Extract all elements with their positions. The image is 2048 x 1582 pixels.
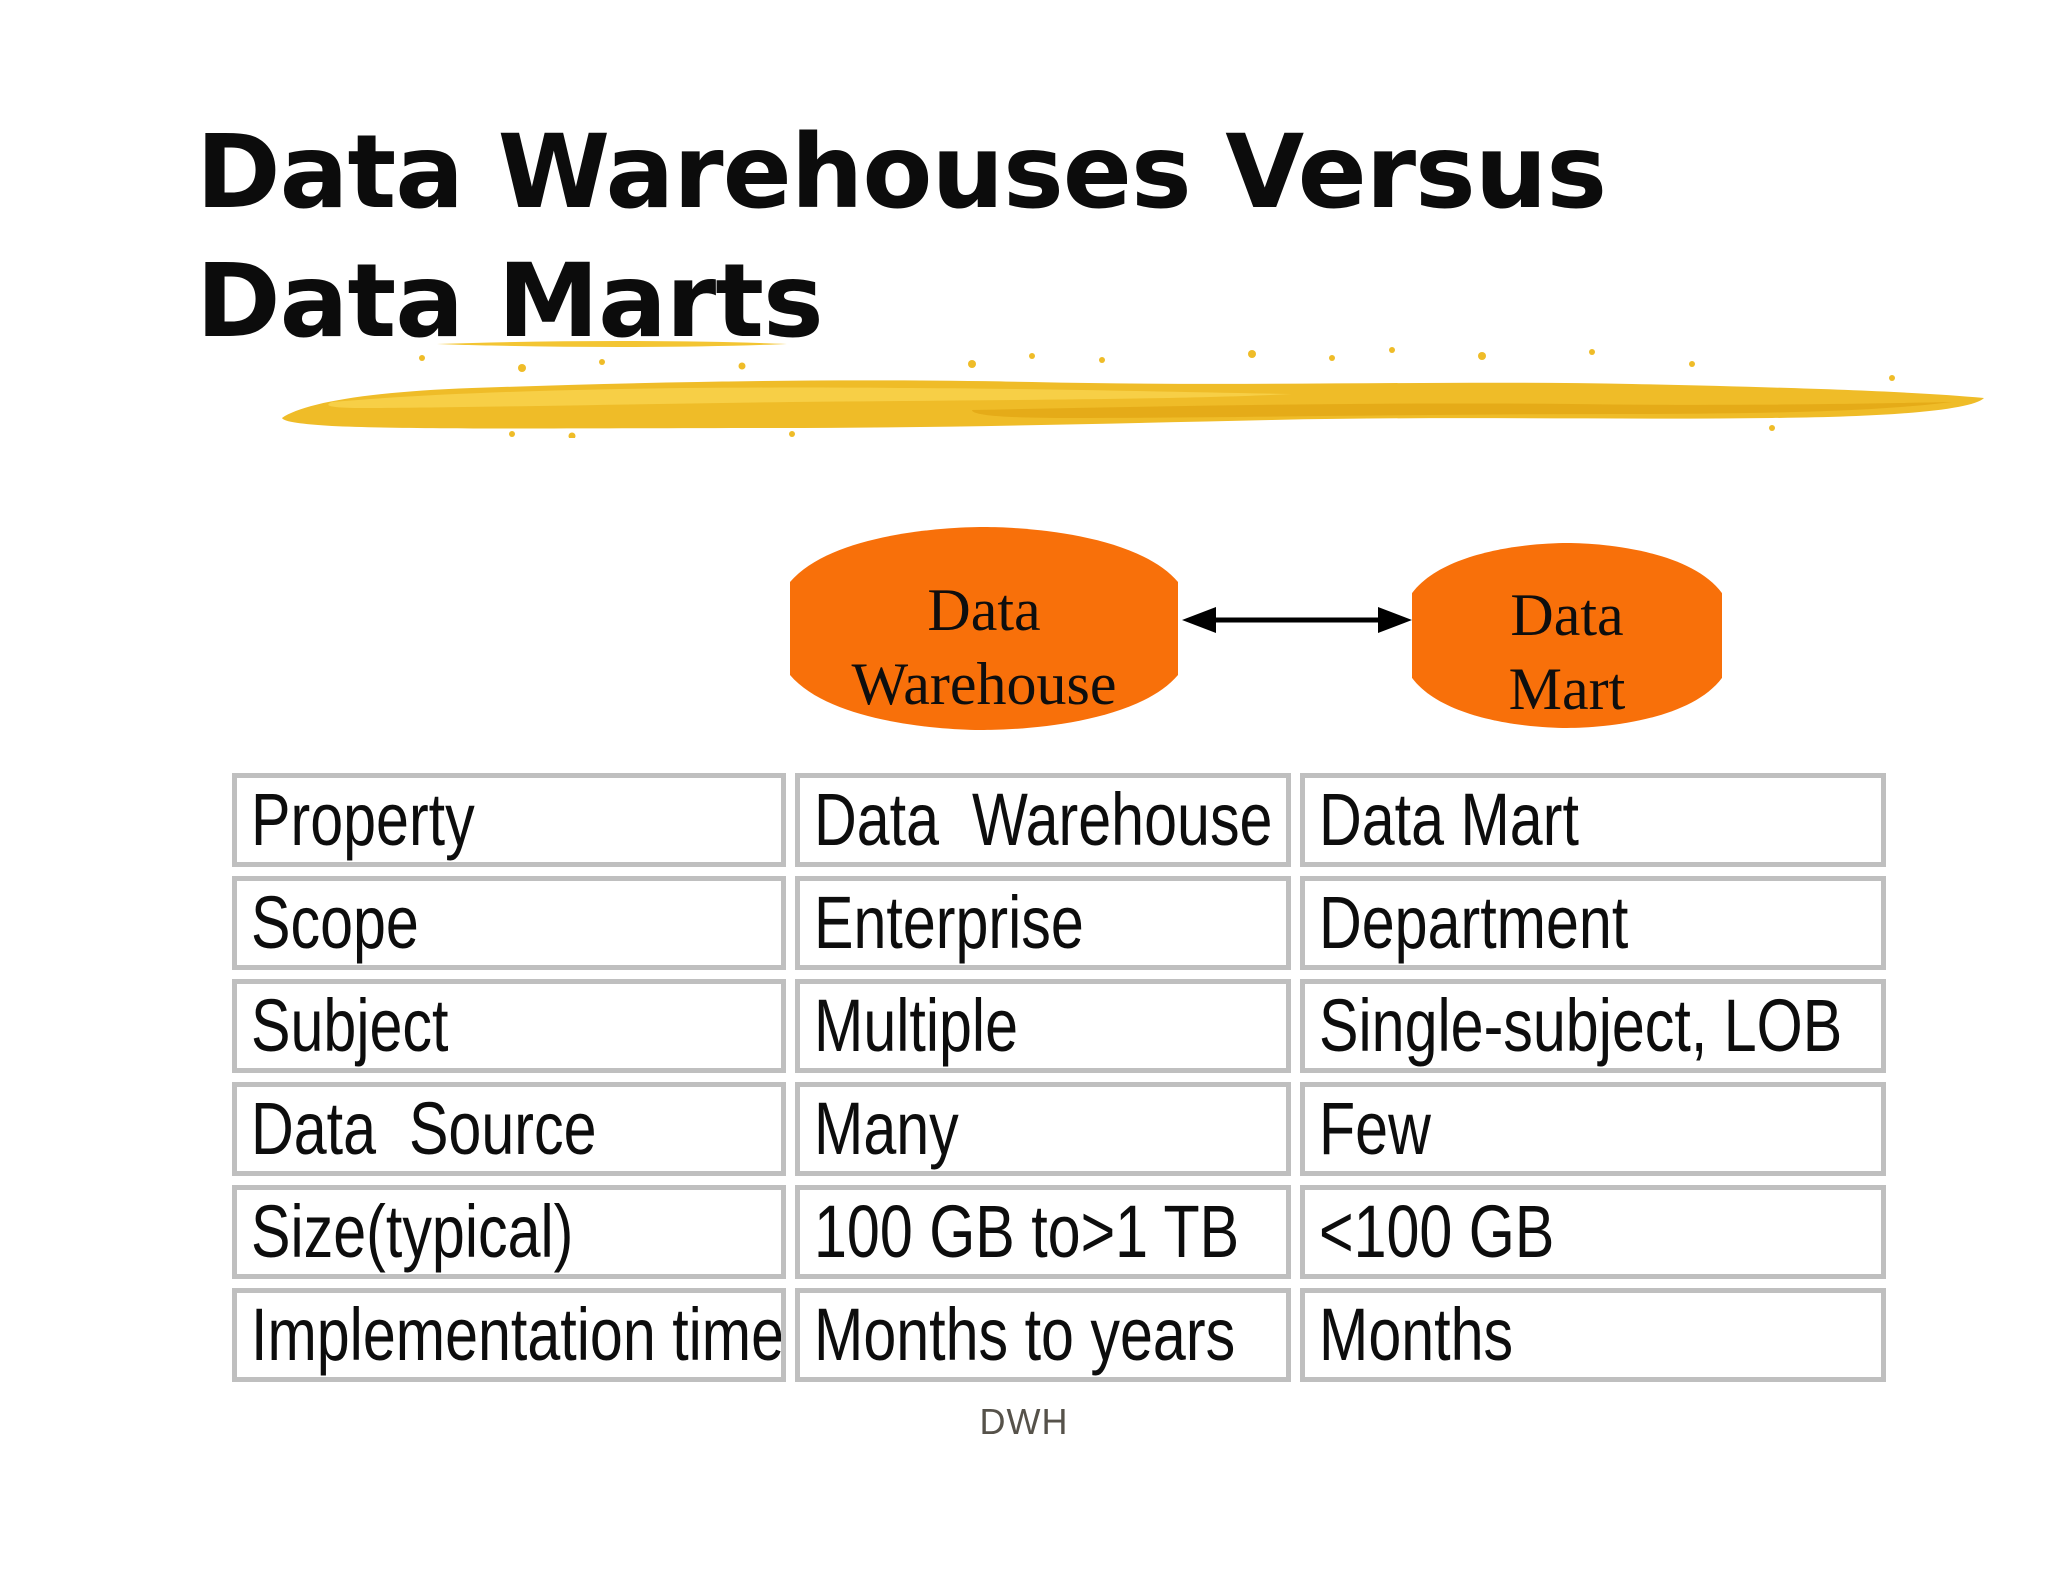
table-cell: Single-subject, LOB — [1300, 979, 1886, 1073]
header-cell-property: Property — [232, 773, 786, 867]
table-cell: 100 GB to>1 TB — [795, 1185, 1291, 1279]
table-header-row: Property Data Warehouse Data Mart — [232, 773, 1886, 867]
brush-dark-streak — [972, 402, 1952, 418]
data-mart-cylinder: Data Mart — [1412, 543, 1722, 728]
data-mart-label-line-1: Data — [1510, 581, 1624, 648]
data-warehouse-cylinder: Data Warehouse — [790, 527, 1178, 730]
table-row-size: Size(typical) 100 GB to>1 TB <100 GB — [232, 1185, 1886, 1279]
data-mart-label: Data Mart — [1412, 543, 1722, 728]
cylinder-shape — [790, 527, 1178, 730]
data-warehouse-label-line-1: Data — [927, 576, 1041, 643]
table-cell: <100 GB — [1300, 1185, 1886, 1279]
table-cell: Months — [1300, 1288, 1886, 1382]
table-cell: Size(typical) — [232, 1185, 786, 1279]
table-cell: Multiple — [795, 979, 1291, 1073]
header-cell-data-mart: Data Mart — [1300, 773, 1886, 867]
arrowhead-right — [1378, 607, 1412, 633]
arrowhead-left — [1182, 607, 1216, 633]
table-cell: Data Source — [232, 1082, 786, 1176]
table-cell: Many — [795, 1082, 1291, 1176]
slide-title-line-2: Data Marts — [196, 242, 824, 361]
table-cell: Scope — [232, 876, 786, 970]
footer-code: DWH — [979, 1401, 1069, 1442]
yellow-brush-underline — [282, 341, 1984, 438]
data-mart-label-line-2: Mart — [1508, 655, 1626, 722]
data-warehouse-label: Data Warehouse — [790, 527, 1178, 730]
slide-title: Data Warehouses Versus Data Marts — [196, 108, 1607, 366]
table-cell: Department — [1300, 876, 1886, 970]
brush-top-tail — [437, 341, 787, 347]
comparison-table: Property Data Warehouse Data Mart Scope … — [223, 764, 1895, 1391]
data-warehouse-label-line-2: Warehouse — [851, 650, 1117, 717]
cylinder-shape — [1412, 543, 1722, 728]
table-cell: Implementation time — [232, 1288, 786, 1382]
brush-light-streak — [328, 387, 1292, 408]
double-headed-arrow — [1182, 607, 1412, 633]
table-row-data-source: Data Source Many Few — [232, 1082, 1886, 1176]
brush-speckles — [419, 347, 1895, 438]
table-row-implementation-time: Implementation time Months to years Mont… — [232, 1288, 1886, 1382]
table-cell: Subject — [232, 979, 786, 1073]
table-cell: Few — [1300, 1082, 1886, 1176]
table-row-subject: Subject Multiple Single-subject, LOB — [232, 979, 1886, 1073]
header-cell-data-warehouse: Data Warehouse — [795, 773, 1291, 867]
slide-title-line-1: Data Warehouses Versus — [196, 113, 1607, 232]
table-cell: Enterprise — [795, 876, 1291, 970]
table-cell: Months to years — [795, 1288, 1291, 1382]
table-row-scope: Scope Enterprise Department — [232, 876, 1886, 970]
